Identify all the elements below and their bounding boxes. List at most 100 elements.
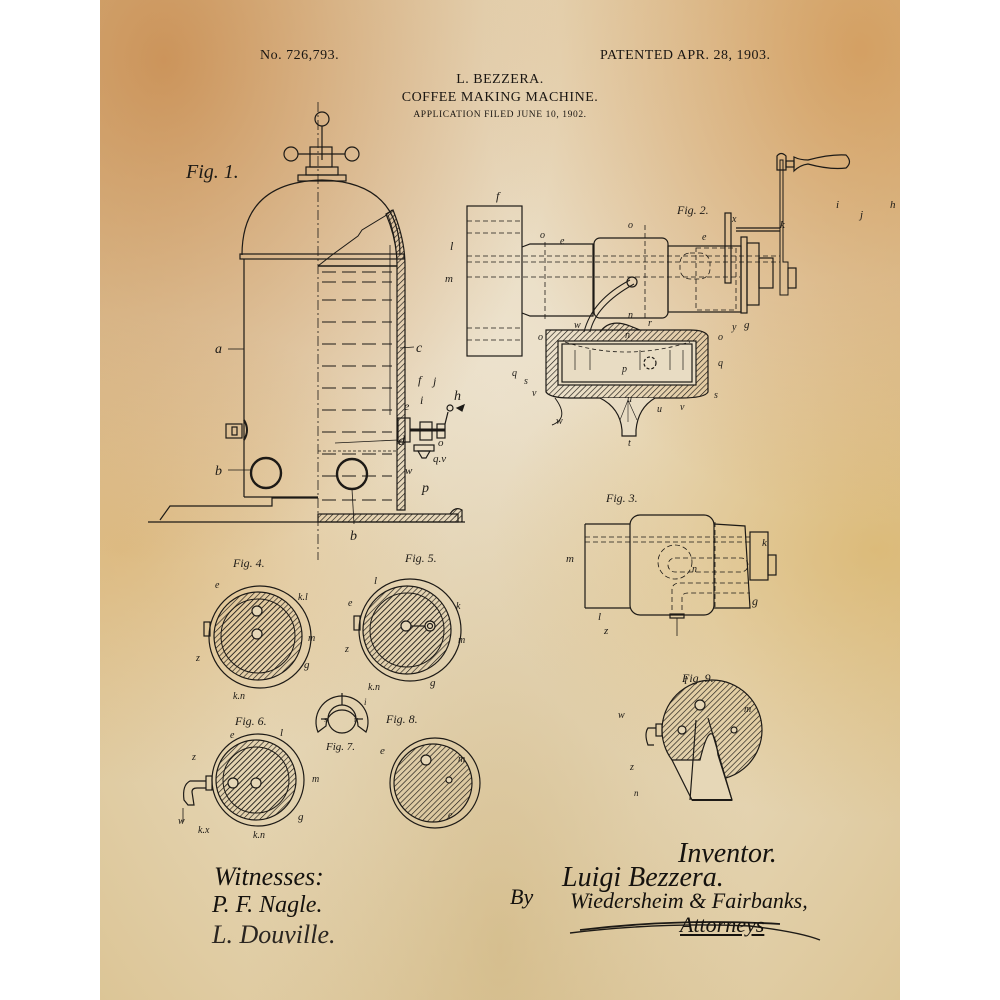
svg-text:l: l xyxy=(374,575,377,587)
attorney-signature: Wiedersheim & Fairbanks, xyxy=(570,888,808,914)
fig4-section-drawing xyxy=(204,586,311,688)
svg-text:q: q xyxy=(512,368,517,379)
svg-text:f: f xyxy=(418,373,423,387)
svg-text:k.l: k.l xyxy=(298,592,308,603)
svg-text:d: d xyxy=(398,434,406,449)
fig5-label: Fig. 5. xyxy=(404,551,437,565)
witnesses-label: Witnesses: xyxy=(214,862,324,892)
svg-text:k.x: k.x xyxy=(198,825,210,836)
fig9-section-drawing xyxy=(646,680,762,800)
svg-text:m: m xyxy=(458,754,465,765)
svg-text:i: i xyxy=(364,697,367,707)
svg-text:j: j xyxy=(858,209,863,221)
svg-text:b: b xyxy=(350,529,357,544)
svg-text:g: g xyxy=(430,677,436,689)
svg-text:b: b xyxy=(215,464,222,479)
fig6-section-drawing xyxy=(183,734,304,826)
witness-signature-1: P. F. Nagle. xyxy=(212,892,322,919)
svg-text:w: w xyxy=(556,416,563,427)
svg-text:e: e xyxy=(380,745,385,757)
svg-text:q.v: q.v xyxy=(433,453,446,465)
svg-text:f: f xyxy=(496,189,501,203)
svg-text:k.n: k.n xyxy=(233,691,245,702)
svg-text:x: x xyxy=(731,214,737,225)
fig8-label: Fig. 8. xyxy=(385,712,418,726)
svg-text:r: r xyxy=(648,318,652,329)
svg-text:n: n xyxy=(628,310,633,321)
svg-text:k.n: k.n xyxy=(253,830,265,841)
svg-text:m: m xyxy=(445,273,453,285)
svg-text:o: o xyxy=(538,332,543,343)
svg-text:e: e xyxy=(702,232,707,243)
svg-text:l: l xyxy=(450,239,454,253)
svg-text:o: o xyxy=(438,437,444,449)
fig8-section-drawing xyxy=(390,738,480,828)
patent-figures: Fig. 1. a b b c d e f i j h o q.v w p Fi… xyxy=(100,0,900,1000)
svg-text:v: v xyxy=(532,388,537,399)
svg-text:m: m xyxy=(312,774,319,785)
svg-text:i: i xyxy=(420,393,423,407)
svg-text:k: k xyxy=(780,219,786,231)
svg-text:n: n xyxy=(634,788,639,798)
svg-text:e: e xyxy=(215,580,220,591)
fig3-label: Fig. 3. xyxy=(605,491,638,505)
svg-text:p: p xyxy=(421,481,429,496)
svg-text:k: k xyxy=(762,537,768,549)
svg-text:t: t xyxy=(628,438,631,449)
svg-text:y: y xyxy=(731,322,737,333)
svg-text:w: w xyxy=(405,465,413,477)
svg-text:m: m xyxy=(458,635,465,646)
svg-text:z: z xyxy=(629,762,634,773)
fig7-label: Fig. 7. xyxy=(325,741,355,753)
svg-text:p: p xyxy=(621,364,627,375)
svg-text:h: h xyxy=(454,389,461,404)
svg-text:m: m xyxy=(744,704,751,715)
svg-text:z: z xyxy=(603,625,609,637)
witness-signature-2: L. Douville. xyxy=(212,920,336,950)
svg-text:e: e xyxy=(448,810,453,821)
svg-text:l: l xyxy=(598,611,601,623)
fig6-label: Fig. 6. xyxy=(234,714,267,728)
svg-text:g: g xyxy=(298,811,304,823)
svg-text:h: h xyxy=(890,199,896,211)
svg-text:N: N xyxy=(354,718,359,724)
svg-text:o: o xyxy=(718,332,723,343)
svg-text:a: a xyxy=(215,342,222,357)
svg-text:g: g xyxy=(752,594,758,608)
svg-text:z: z xyxy=(195,653,200,664)
svg-text:u: u xyxy=(657,404,662,415)
svg-text:e: e xyxy=(560,236,565,247)
svg-text:e: e xyxy=(348,598,353,609)
fig3-detail-drawing xyxy=(585,515,776,636)
svg-text:s: s xyxy=(524,376,528,387)
by-label: By xyxy=(510,884,533,910)
fig4-label: Fig. 4. xyxy=(232,556,265,570)
svg-text:k.n: k.n xyxy=(368,682,380,693)
svg-text:k: k xyxy=(456,601,461,612)
fig5-section-drawing xyxy=(354,579,461,681)
svg-text:e: e xyxy=(230,730,235,741)
attorneys-label: Attorneys xyxy=(680,912,764,938)
svg-text:S: S xyxy=(324,718,327,724)
svg-text:w: w xyxy=(178,816,185,827)
fig2-brewing-head-drawing xyxy=(467,154,850,437)
svg-text:l: l xyxy=(280,727,283,739)
fig7-ring-drawing xyxy=(316,693,368,733)
svg-text:c: c xyxy=(416,341,423,356)
svg-text:s: s xyxy=(714,390,718,401)
svg-text:v: v xyxy=(680,402,685,413)
svg-text:z: z xyxy=(344,644,349,655)
svg-text:o: o xyxy=(540,230,545,241)
fig2-label: Fig. 2. xyxy=(676,203,709,217)
svg-text:o: o xyxy=(628,220,633,231)
fig1-label: Fig. 1. xyxy=(185,161,239,183)
svg-text:q: q xyxy=(718,358,723,369)
patent-drawing-sheet: No. 726,793. PATENTED APR. 28, 1903. L. … xyxy=(100,0,900,1000)
svg-text:w: w xyxy=(618,710,625,721)
svg-text:z: z xyxy=(191,752,196,763)
svg-text:m: m xyxy=(566,553,574,565)
svg-text:m: m xyxy=(308,633,315,644)
svg-text:u: u xyxy=(627,394,632,405)
svg-text:n: n xyxy=(692,564,697,575)
svg-text:e: e xyxy=(404,399,410,413)
